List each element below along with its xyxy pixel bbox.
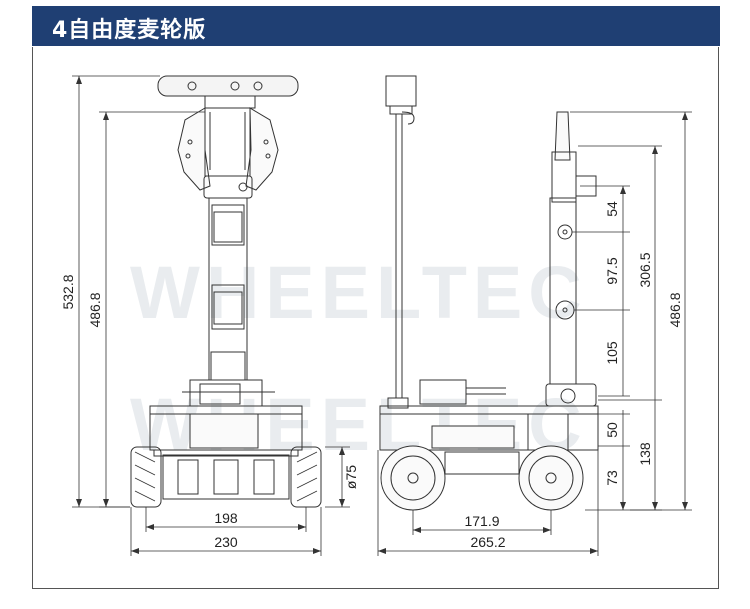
dim-seg-chassis-top: 50	[604, 422, 620, 438]
header-banner: 4自由度麦轮版	[32, 6, 720, 46]
dimension-arrowheads	[76, 76, 688, 554]
dim-seg-lower: 105	[604, 341, 620, 365]
page-title: 4自由度麦轮版	[52, 18, 207, 43]
dim-side-arm-height: 486.8	[667, 292, 683, 327]
dim-wheelbase: 171.9	[464, 513, 499, 529]
dim-wheel-diameter: ø75	[343, 465, 359, 489]
front-view-dimensions	[72, 75, 350, 556]
dim-overall-height: 532.8	[60, 274, 76, 309]
watermark-upper: WHEELTEC	[130, 251, 588, 334]
dim-track-inner: 198	[214, 510, 238, 526]
drawing-frame	[32, 47, 719, 589]
dim-front-width: 230	[214, 534, 238, 550]
dim-side-length: 265.2	[470, 534, 505, 550]
dim-arm-reach: 306.5	[637, 252, 653, 287]
dim-seg-upper: 97.5	[604, 257, 620, 284]
dim-seg-top: 54	[604, 201, 620, 217]
front-view-robot	[130, 75, 322, 508]
dim-front-arm-height: 486.8	[87, 292, 103, 327]
dim-chassis-height: 138	[637, 442, 653, 466]
side-view-robot	[379, 75, 599, 511]
dim-seg-wheel: 73	[604, 470, 620, 486]
side-view-dimensions	[377, 111, 692, 556]
